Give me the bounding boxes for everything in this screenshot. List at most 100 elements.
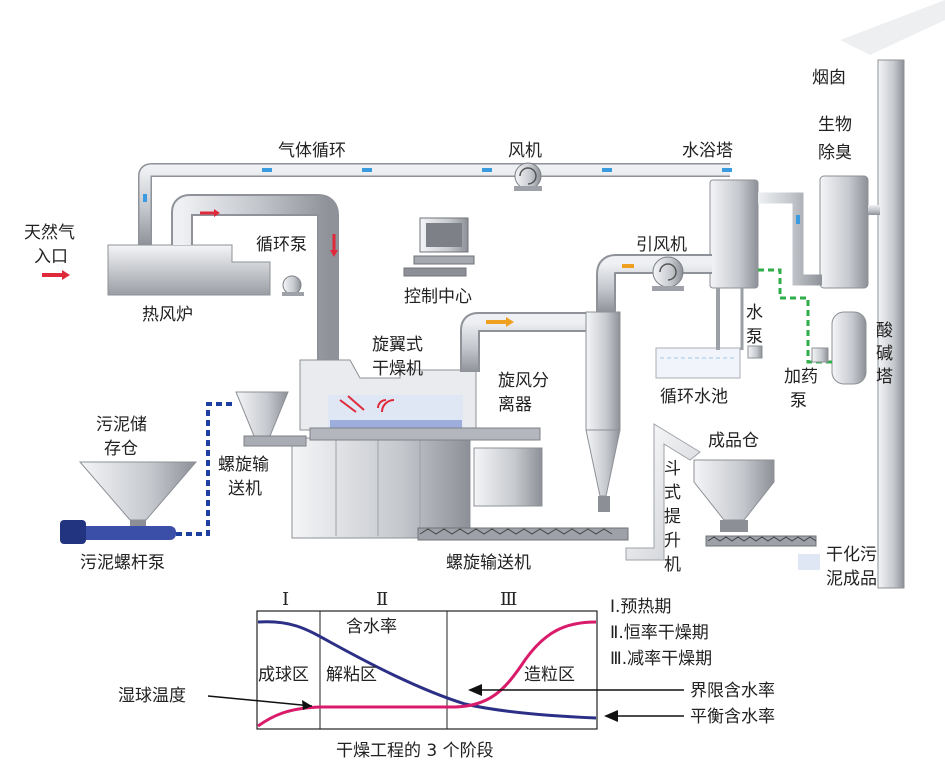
background-highlight: [840, 0, 945, 55]
hot-stove-label: 热风炉: [142, 305, 193, 325]
dosing-pump-label-1: 加药: [784, 367, 818, 387]
gas-cycle-label: 气体循环: [278, 141, 346, 161]
hot-air-stove: [107, 244, 271, 296]
screw-flights: [419, 528, 613, 535]
exhaust-arrow-head: [506, 317, 514, 327]
cyclone-label-2: 离器: [498, 395, 532, 415]
product-bin: [693, 459, 775, 521]
tower-to-deodorizer-pipe: [758, 192, 822, 286]
dryer-hot-arrows: [339, 395, 365, 413]
legend-stage-2: Ⅱ.恒率干燥期: [610, 623, 709, 643]
zone-ball-label: 成球区: [258, 665, 309, 685]
control-computer: [403, 217, 475, 277]
zone-unstick-label: 解粘区: [326, 665, 377, 685]
product-bin-label: 成品仓: [708, 431, 759, 451]
sludge-silo: [78, 461, 198, 521]
water-pump-label-1: 水: [746, 303, 763, 323]
temperature-curve: [257, 620, 597, 728]
natgas-label-2: 入口: [34, 247, 68, 267]
water-pump-label-2: 泵: [746, 327, 763, 347]
bucket-label-3: 提: [664, 507, 681, 527]
bucket-label-5: 机: [664, 555, 681, 575]
gas-flow-marks: [143, 168, 732, 202]
bio-deodorizer-label-1: 生物: [818, 115, 852, 135]
acid-tower-label-3: 塔: [876, 367, 893, 387]
dryer-label-1: 旋翼式: [372, 335, 423, 355]
circulation-pump: [282, 275, 304, 296]
curve-caption: 干燥工程的 3 个阶段: [336, 741, 494, 761]
screw-pump: [66, 526, 176, 540]
equilibrium-pointer-head: [604, 710, 618, 722]
bucket-label-4: 升: [664, 531, 681, 551]
water-bath-tower: [709, 179, 759, 289]
dryer-body: [291, 437, 471, 539]
cyclone-valve: [598, 496, 610, 512]
equilibrium-moisture-label: 平衡含水率: [690, 707, 775, 727]
wet-bulb-pointer-head: [302, 700, 312, 710]
bucket-label-1: 斗: [664, 459, 681, 479]
flow-mark: [796, 215, 800, 224]
bio-deodorizer-label-2: 除臭: [818, 143, 852, 163]
stage-3-label: Ⅲ: [500, 589, 517, 610]
water-tower-label: 水浴塔: [682, 141, 733, 161]
stage-2-label: Ⅱ: [376, 589, 388, 610]
sludge-silo-label-2: 存仓: [104, 439, 138, 459]
screw-pump-motor: [60, 520, 86, 544]
stage-1-label: Ⅰ: [282, 589, 289, 610]
cyclone-to-tower-pipe: [598, 256, 712, 312]
dryer-to-cyclone-pipe: [462, 314, 590, 372]
sludge-feed-line: [176, 402, 236, 536]
natgas-label-1: 天然气: [24, 223, 75, 243]
dosing-pump: [811, 347, 829, 363]
small-conveyor-label-2: 送机: [228, 479, 262, 499]
acid-tower-label-1: 酸: [876, 321, 893, 341]
induced-fan-label: 引风机: [636, 235, 687, 255]
dried-sludge-pile: [798, 554, 820, 570]
cyclone-label-1: 旋风分: [498, 371, 549, 391]
big-conveyor-label: 螺旋输送机: [446, 553, 531, 573]
natgas-arrow-head: [62, 270, 70, 280]
moisture-curve: [257, 620, 597, 720]
legend-stage-3: Ⅲ.减率干燥期: [610, 649, 712, 669]
cyclone-cone: [585, 429, 621, 497]
bucket-elevator: [625, 423, 701, 561]
dried-product-label-1: 干化污: [826, 545, 877, 565]
zone-granule-label: 造粒区: [524, 665, 575, 685]
product-bin-outlet: [720, 520, 748, 532]
wet-bulb-label: 湿球温度: [118, 686, 186, 706]
gas-cycle-pipe: [139, 164, 730, 245]
moisture-label: 含水率: [346, 617, 397, 637]
dryer-panels: [335, 440, 421, 536]
control-center-label: 控制中心: [404, 287, 472, 307]
dryer-label-2: 干燥机: [372, 359, 423, 379]
small-screw-conveyor: [243, 435, 307, 447]
acid-alkali-tower: [831, 311, 867, 385]
bucket-label-2: 式: [664, 483, 681, 503]
critical-moisture-label: 界限含水率: [690, 681, 775, 701]
dryer-rotor-arrows: [377, 399, 395, 413]
down-arrow-head: [330, 250, 338, 257]
legend-stage-1: Ⅰ.预热期: [610, 597, 671, 617]
bio-deodorizer: [819, 175, 869, 289]
chimney-label: 烟囱: [812, 68, 846, 88]
curve-frame: [256, 610, 598, 730]
dryer-shaft: [309, 427, 541, 441]
drive-motor: [473, 447, 543, 507]
circulation-pool: [655, 347, 741, 379]
small-hopper: [235, 391, 289, 437]
dosing-pump-label-2: 泵: [790, 391, 807, 411]
cyclone: [585, 311, 621, 431]
screw-pump-label: 污泥螺杆泵: [80, 553, 165, 573]
hot-air-arrow-head: [214, 209, 220, 217]
hot-air-pipe: [173, 196, 337, 360]
dried-product-label-2: 泥成品: [826, 569, 877, 589]
acid-tower-label-2: 碱: [876, 344, 893, 364]
chimney: [877, 59, 905, 589]
small-conveyor-label-1: 螺旋输: [218, 455, 269, 475]
circ-pump-label: 循环泵: [256, 235, 307, 255]
drying-stage-curve: Ⅰ Ⅱ Ⅲ 含水率 成球区 解粘区 造粒区 Ⅰ.预热期 Ⅱ.恒率干燥期 Ⅲ.减率…: [118, 589, 775, 761]
water-pump: [747, 345, 763, 359]
circ-pool-label: 循环水池: [660, 387, 728, 407]
